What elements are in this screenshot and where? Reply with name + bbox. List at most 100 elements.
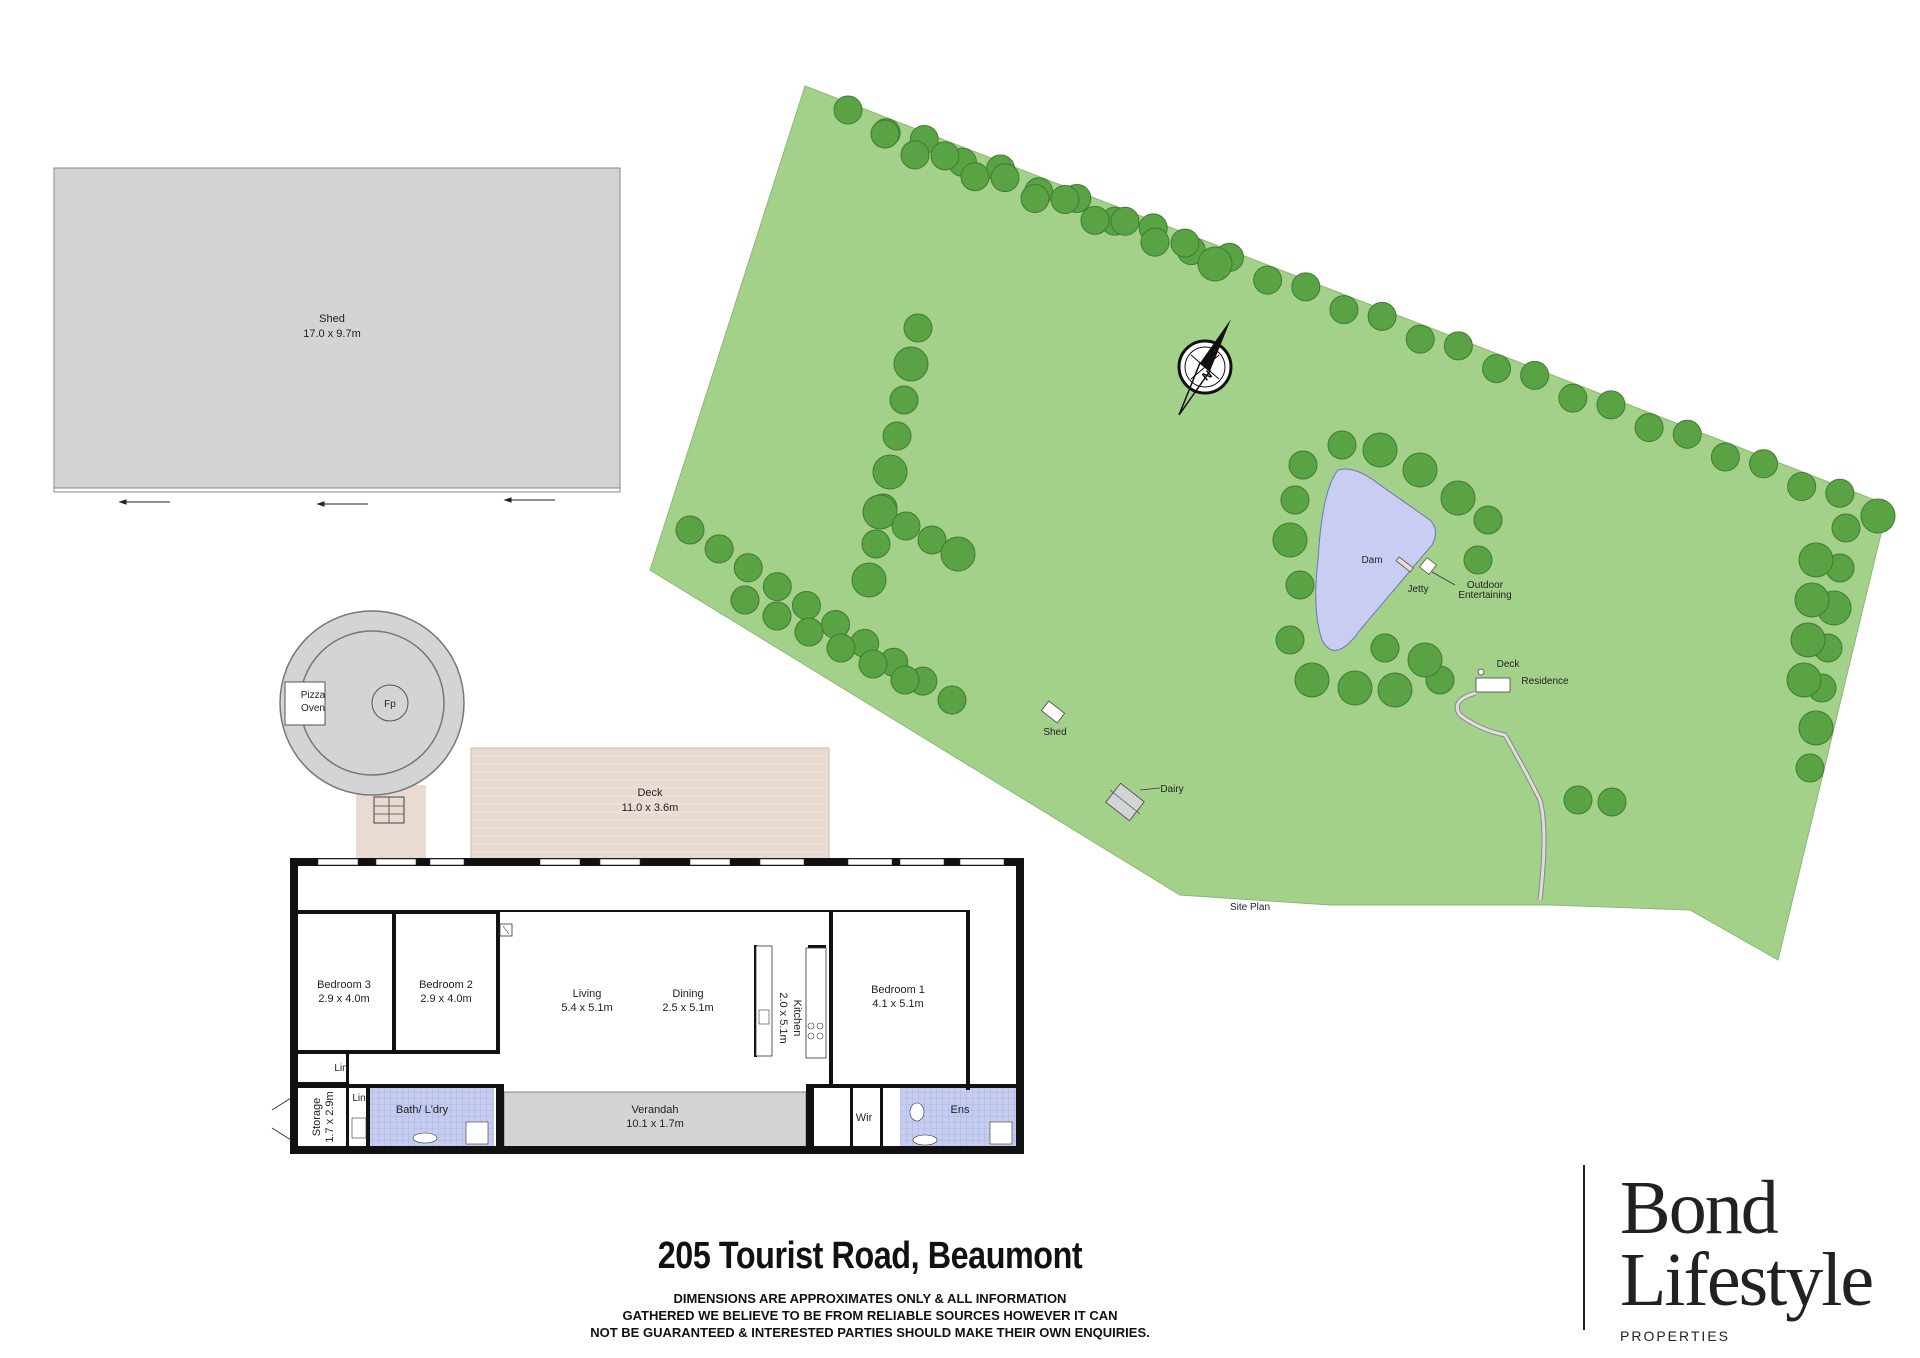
kitchen-label: Kitchen [791, 1000, 803, 1037]
ensuite-label: Ens [951, 1104, 970, 1116]
deck: Deck 11.0 x 3.6m [470, 747, 830, 861]
dam [1315, 468, 1436, 651]
residence-label: Residence [1521, 676, 1569, 687]
disclaimer-line-2: GATHERED WE BELIEVE TO BE FROM RELIABLE … [622, 1308, 1118, 1323]
tree-icon [917, 525, 947, 555]
dairy: Dairy [1105, 782, 1184, 822]
tree-icon [1402, 452, 1438, 488]
tree-icon [1337, 670, 1373, 706]
site-shed-label: Shed [1043, 727, 1066, 738]
tree-icon [1473, 505, 1503, 535]
tree-icon [1786, 662, 1822, 698]
tree-icon [1291, 272, 1321, 302]
tree-icon [1140, 227, 1170, 257]
kitchen-size: 2.0 x 5.1m [777, 992, 789, 1043]
tree-icon [833, 95, 863, 125]
tree-icon [1405, 324, 1435, 354]
bedroom-3-size: 2.9 x 4.0m [318, 993, 369, 1005]
tree-icon [960, 162, 990, 192]
bedroom-3-label: Bedroom 3 [317, 979, 371, 991]
verandah [503, 1091, 807, 1148]
brand-logo: Bond Lifestyle PROPERTIES [1620, 1170, 1874, 1344]
tree-icon [1050, 184, 1080, 214]
tree-icon [1327, 430, 1357, 460]
tree-icon [1634, 413, 1664, 443]
tree-icon [861, 529, 891, 559]
outdoor-entertaining-label-2: Entertaining [1458, 590, 1511, 601]
brand-line-3: PROPERTIES [1620, 1328, 1730, 1344]
tree-icon [900, 140, 930, 170]
tree-icon [1794, 582, 1830, 618]
tree-icon [1749, 449, 1779, 479]
tree-icon [1377, 672, 1413, 708]
tree-icon [1597, 787, 1627, 817]
dairy-label: Dairy [1160, 784, 1183, 795]
tree-icon [870, 119, 900, 149]
house-floor-plan: Bedroom 3 2.9 x 4.0m Bedroom 2 2.9 x 4.0… [271, 858, 1024, 1154]
main-shed-size: 17.0 x 9.7m [303, 328, 360, 340]
main-shed-label: Shed [319, 313, 345, 325]
tree-icon [1440, 480, 1476, 516]
tree-icon [1370, 633, 1400, 663]
main-shed: Shed 17.0 x 9.7m [53, 167, 621, 507]
site-shed [1040, 700, 1066, 724]
brand-divider [1583, 1165, 1585, 1330]
tree-icon [891, 511, 921, 541]
tree-icon [1710, 442, 1740, 472]
tree-icon [940, 536, 976, 572]
deck-size: 11.0 x 3.6m [622, 802, 679, 814]
tree-icon [704, 534, 734, 564]
tree-icon [1288, 450, 1318, 480]
storage-label: Storage [311, 1098, 323, 1137]
deck-label: Deck [637, 787, 663, 799]
tree-icon [1272, 522, 1308, 558]
outdoor-entertaining-structure [1419, 557, 1437, 575]
tree-icon [1285, 570, 1315, 600]
tree-icon [889, 385, 919, 415]
jetty-label: Jetty [1407, 584, 1428, 595]
dining-label: Dining [672, 988, 703, 1000]
tree-icon [1672, 419, 1702, 449]
dam-label: Dam [1361, 555, 1382, 566]
tree-group [675, 95, 1896, 817]
tree-icon [890, 665, 920, 695]
kitchen-bench [755, 945, 773, 1057]
tree-icon [1860, 498, 1896, 534]
tree-icon [903, 313, 933, 343]
living-label: Living [573, 988, 602, 1000]
linen-1-label: Lin [334, 1063, 347, 1074]
compass-icon: N [1177, 319, 1233, 416]
outdoor-area: Pizza Oven Fp [279, 610, 465, 865]
tree-icon [1825, 478, 1855, 508]
tree-icon [733, 553, 763, 583]
tree-icon [1020, 184, 1050, 214]
tree-icon [791, 591, 821, 621]
tree-icon [1790, 622, 1826, 658]
tree-icon [1463, 545, 1493, 575]
pizza-oven-label-2: Oven [301, 703, 325, 714]
living-size: 5.4 x 5.1m [561, 1002, 612, 1014]
tree-icon [1443, 331, 1473, 361]
shed-door-arrows [118, 497, 555, 507]
tree-icon [893, 346, 929, 382]
tree-icon [990, 163, 1020, 193]
tree-icon [1798, 542, 1834, 578]
kitchen-counter [805, 947, 827, 1059]
tree-icon [1798, 710, 1834, 746]
tree-icon [1558, 383, 1588, 413]
tree-icon [930, 141, 960, 171]
tree-icon [1520, 360, 1550, 390]
disclaimer-line-1: DIMENSIONS ARE APPROXIMATES ONLY & ALL I… [673, 1291, 1067, 1306]
tree-icon [1197, 246, 1233, 282]
bath-laundry-label: Bath/ L'dry [396, 1104, 449, 1116]
wir-label: Wir [856, 1112, 873, 1124]
property-address: 205 Tourist Road, Beaumont [657, 1235, 1083, 1277]
bedroom-1-label: Bedroom 1 [871, 984, 925, 996]
tree-icon [1080, 205, 1110, 235]
brand-line-2: Lifestyle [1620, 1238, 1874, 1322]
tree-icon [1275, 625, 1305, 655]
disclaimer-line-3: NOT BE GUARANTEED & INTERESTED PARTIES S… [590, 1325, 1150, 1340]
tree-icon [826, 633, 856, 663]
bedroom-1-size: 4.1 x 5.1m [872, 998, 923, 1010]
tree-icon [762, 572, 792, 602]
